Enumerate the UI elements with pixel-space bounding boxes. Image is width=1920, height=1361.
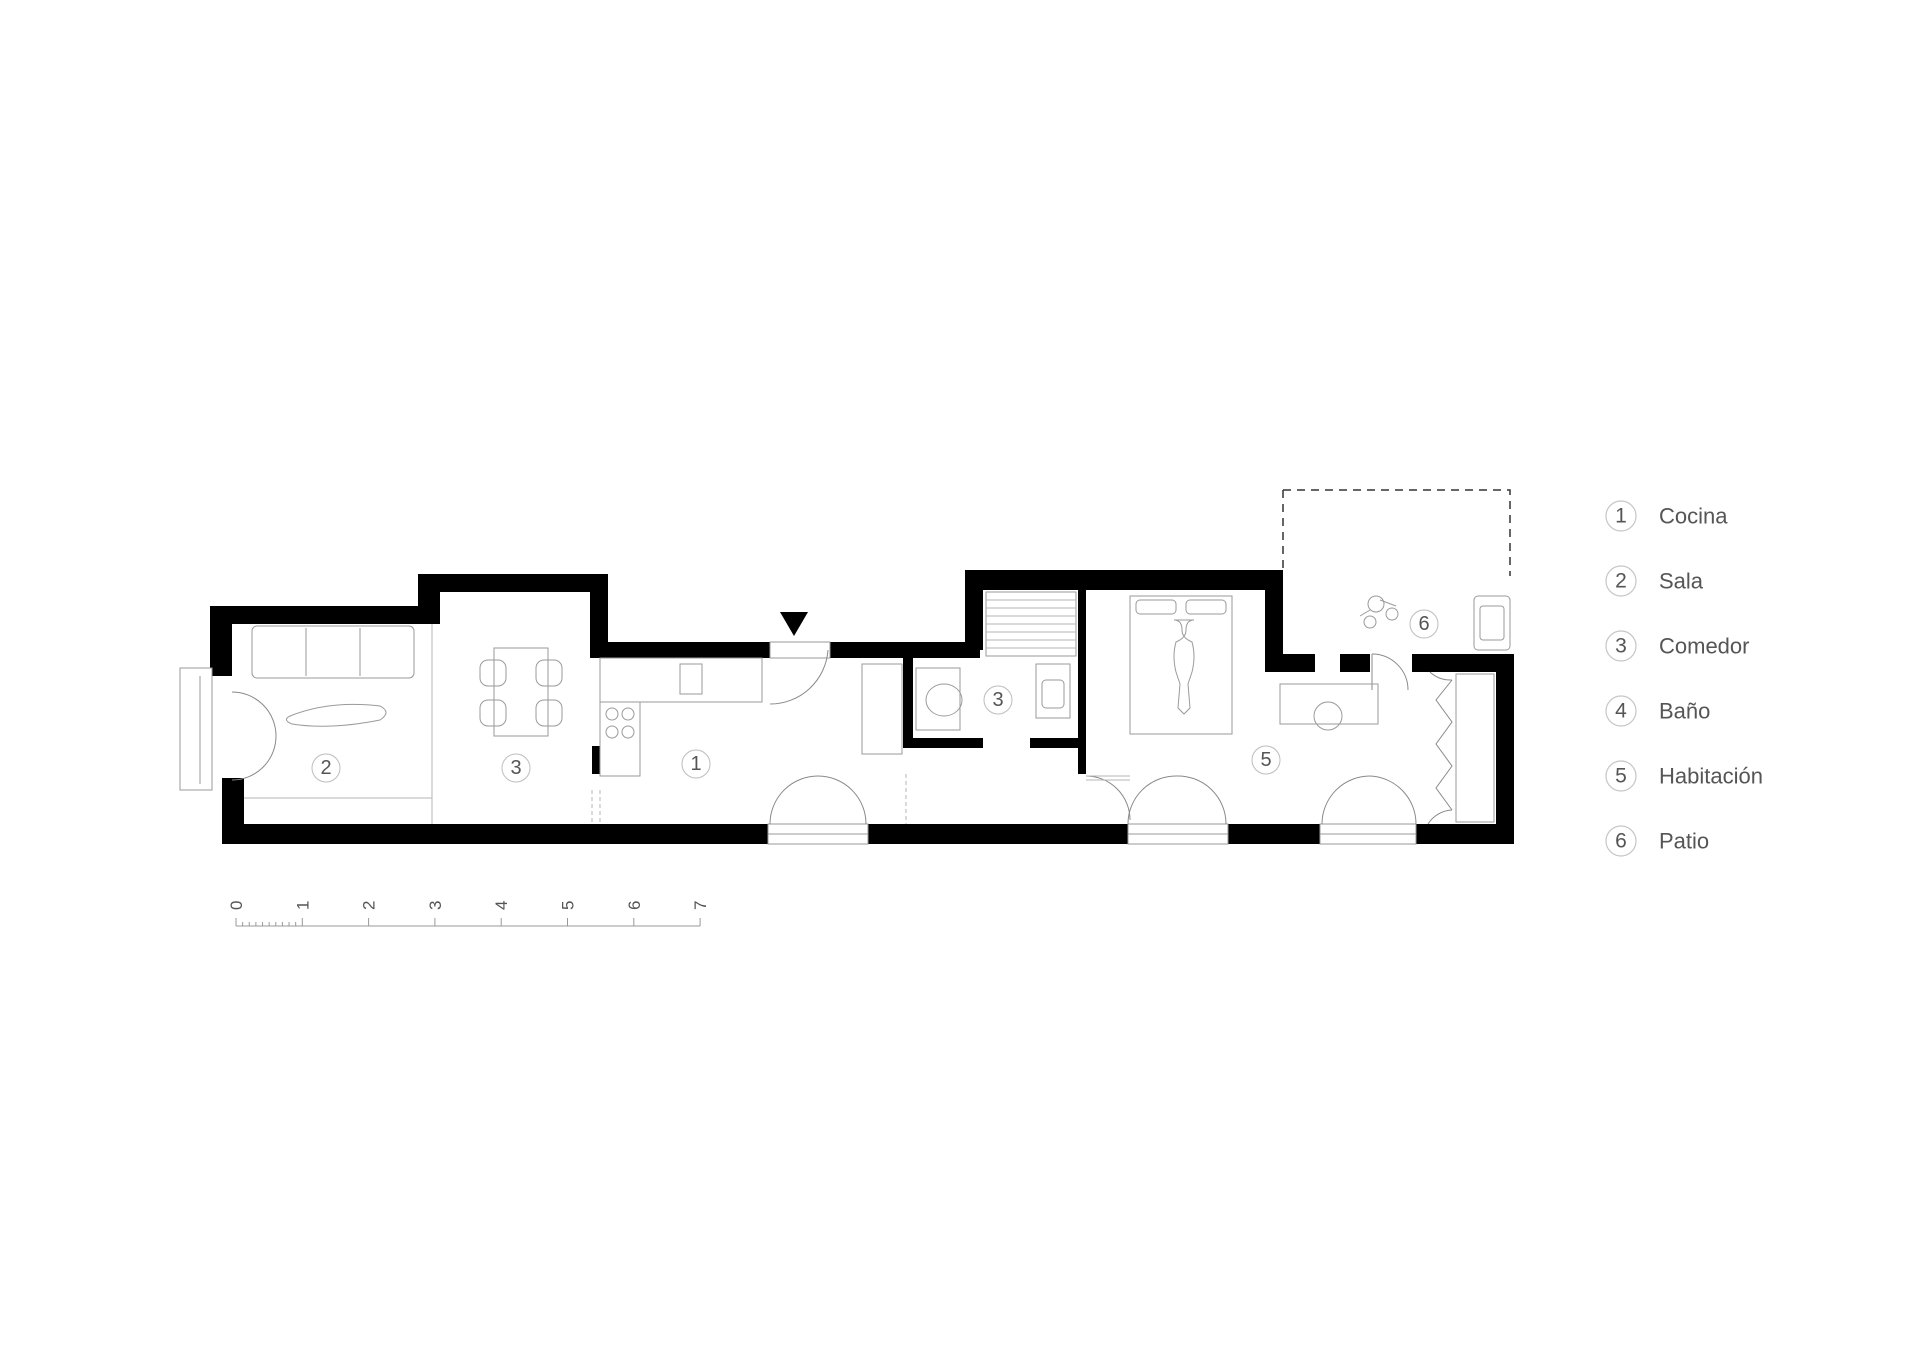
- wall-patio-south-b: [1340, 654, 1370, 672]
- wall-east: [1496, 654, 1514, 840]
- scale-tick-label: 6: [625, 901, 644, 910]
- entrance-arrow-icon: [780, 612, 808, 636]
- sink: [679, 663, 703, 695]
- legend-number: 1: [1615, 505, 1627, 528]
- legend-item: 2 Sala: [1605, 565, 1704, 597]
- kitchen-counter: [599, 657, 763, 703]
- legend-number-circle: [1605, 825, 1637, 857]
- room-label-habitacion: 5: [1251, 745, 1281, 775]
- legend-number: 6: [1615, 830, 1627, 853]
- legend: 1 Cocina 2 Sala 3 Comedor 4 Baño 5 Habitación 6 Pat…: [1605, 500, 1763, 857]
- legend-label: Comedor: [1659, 634, 1749, 659]
- closet-doors: [1435, 679, 1453, 811]
- legend-item: 4 Baño: [1605, 695, 1710, 727]
- room-labels: 2 3 1 3 5 6: [311, 609, 1439, 783]
- hall-cabinet: [861, 663, 903, 755]
- bathroom-sink: [1035, 663, 1071, 719]
- legend-number-circle: [1605, 500, 1637, 532]
- legend-number-circle: [1605, 695, 1637, 727]
- room-label-bano: 3: [983, 685, 1013, 715]
- wall-north-bano: [965, 570, 1283, 590]
- legend-label: Baño: [1659, 699, 1710, 724]
- scale-tick-label: 1: [293, 901, 312, 910]
- window-west-balcony: [179, 667, 213, 791]
- wall-kitchen-stub: [592, 746, 600, 774]
- svg-text:6: 6: [1418, 613, 1429, 635]
- wall-south-b: [868, 824, 1128, 844]
- door-swing-patio: [1371, 653, 1409, 691]
- legend-number-circle: [1605, 760, 1637, 792]
- desk-chair: [1313, 701, 1343, 731]
- furniture: [244, 591, 1511, 824]
- sofa: [251, 625, 415, 679]
- wall-patio-south-c: [1412, 654, 1514, 672]
- scale-tick-label: 2: [360, 901, 379, 910]
- closet: [1455, 673, 1495, 823]
- desk: [1279, 683, 1379, 725]
- door-swing-balcony-1: [231, 691, 277, 737]
- legend-label: Patio: [1659, 829, 1709, 854]
- door-swing-balcony-2: [231, 735, 277, 781]
- legend-number: 3: [1615, 635, 1627, 658]
- svg-text:1: 1: [690, 753, 701, 775]
- legend-number: 2: [1615, 570, 1627, 593]
- legend-label: Habitación: [1659, 764, 1763, 789]
- doors: [231, 649, 1453, 825]
- bed: [1129, 595, 1233, 735]
- person-sleeping: [1173, 619, 1195, 715]
- room-label-sala: 2: [311, 753, 341, 783]
- scale-bar: 0 1 2 3 4 5 6 7: [227, 901, 710, 927]
- wall-north-cocina: [590, 642, 770, 658]
- toilet: [925, 683, 963, 717]
- scale-tick-label: 5: [559, 901, 578, 910]
- svg-text:3: 3: [992, 689, 1003, 711]
- legend-label: Cocina: [1659, 504, 1728, 529]
- room-label-cocina: 1: [681, 749, 711, 779]
- legend-item: 6 Patio: [1605, 825, 1709, 857]
- coffee-table: [286, 703, 387, 727]
- walls: [210, 570, 1514, 844]
- patio-sink: [1473, 595, 1511, 651]
- room-label-patio: 6: [1409, 609, 1439, 639]
- wall-step-2: [590, 574, 608, 656]
- svg-text:3: 3: [510, 757, 521, 779]
- scale-tick-label: 7: [691, 901, 710, 910]
- room-label-comedor: 3: [501, 753, 531, 783]
- svg-text:5: 5: [1260, 749, 1271, 771]
- door-swing-entrance: [769, 649, 829, 705]
- wall-north-comedor: [418, 574, 608, 592]
- entrance-opening: [769, 641, 831, 659]
- wall-patio-south-a: [1265, 654, 1315, 672]
- scale-tick-label: 4: [492, 901, 511, 910]
- svg-text:2: 2: [320, 757, 331, 779]
- wall-north-sala: [210, 606, 430, 624]
- wall-bano-south-a: [903, 738, 983, 748]
- dining-table: [493, 647, 549, 737]
- legend-number-circle: [1605, 565, 1637, 597]
- stove-burner: [605, 707, 619, 721]
- scale-tick-label: 0: [227, 901, 246, 910]
- wall-patio-west: [1265, 570, 1283, 662]
- legend-number: 4: [1615, 700, 1627, 723]
- windows: [179, 641, 1417, 845]
- wall-south-d: [1416, 824, 1514, 844]
- wall-bano-south-b: [1030, 738, 1080, 748]
- plant-icon: [1359, 595, 1399, 629]
- wall-bano-west: [903, 656, 913, 744]
- wall-bedroom-west: [1078, 588, 1086, 774]
- patio-boundary: [1283, 489, 1511, 576]
- scale-tick-label: 3: [426, 901, 445, 910]
- wall-north-hall: [830, 642, 980, 658]
- legend-number: 5: [1615, 765, 1627, 788]
- legend-item: 3 Comedor: [1605, 630, 1749, 662]
- wall-south-c: [1228, 824, 1320, 844]
- legend-label: Sala: [1659, 569, 1704, 594]
- legend-item: 1 Cocina: [1605, 500, 1728, 532]
- legend-item: 5 Habitación: [1605, 760, 1763, 792]
- legend-number-circle: [1605, 630, 1637, 662]
- wall-south-a: [222, 824, 768, 844]
